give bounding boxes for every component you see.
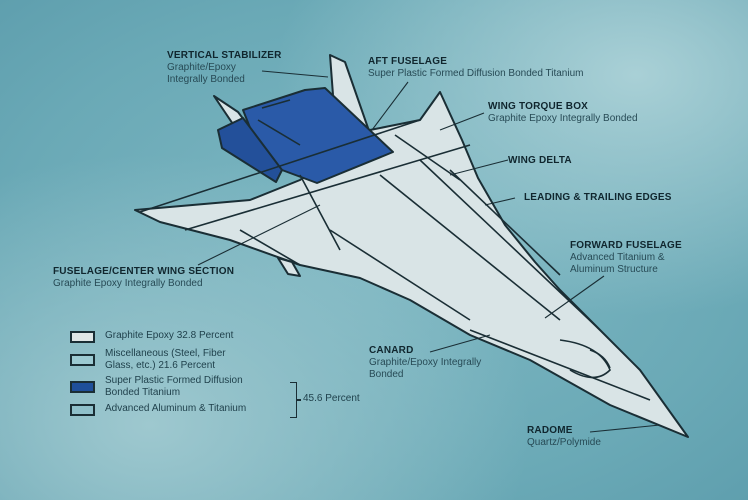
legend-label: Graphite Epoxy 32.8 Percent	[105, 330, 234, 341]
callout-desc: Aluminum Structure	[570, 264, 658, 275]
legend-swatch	[70, 354, 95, 366]
callout-title: FUSELAGE/CENTER WING SECTION	[53, 266, 235, 277]
callout-title: AFT FUSELAGE	[368, 56, 448, 67]
callout-title: RADOME	[527, 425, 573, 436]
callout-fuselage-center-wing: FUSELAGE/CENTER WING SECTION Graphite Ep…	[53, 266, 234, 290]
legend-label: Super Plastic Formed Diffusion Bonded Ti…	[105, 375, 243, 398]
callout-aft-fuselage: AFT FUSELAGE Super Plastic Formed Diffus…	[368, 56, 583, 80]
legend-label: Advanced Aluminum & Titanium	[105, 403, 247, 414]
callout-desc: Advanced Titanium &	[570, 252, 665, 263]
legend-swatch	[70, 381, 95, 393]
callout-forward-fuselage: FORWARD FUSELAGE Advanced Titanium & Alu…	[570, 240, 682, 276]
callout-desc: Graphite Epoxy Integrally Bonded	[488, 113, 638, 124]
callout-desc: Quartz/Polymide	[527, 437, 601, 448]
callout-desc: Super Plastic Formed Diffusion Bonded Ti…	[368, 68, 584, 79]
callout-title: WING DELTA	[508, 155, 572, 166]
callout-desc: Graphite/Epoxy Integrally	[369, 357, 482, 368]
ventral-fin-shape	[277, 257, 301, 277]
callout-desc: Graphite/Epoxy	[167, 62, 236, 73]
callout-desc: Bonded	[369, 369, 404, 380]
callout-desc: Graphite Epoxy Integrally Bonded	[53, 278, 203, 289]
callout-title: CANARD	[369, 345, 414, 356]
callout-title: LEADING & TRAILING EDGES	[524, 192, 672, 203]
callout-leading-trailing-edges: LEADING & TRAILING EDGES	[524, 192, 672, 204]
callout-canard: CANARD Graphite/Epoxy Integrally Bonded	[369, 345, 481, 381]
legend-item-aluminum-titanium: Advanced Aluminum & Titanium	[70, 403, 275, 416]
legend-swatch	[70, 404, 95, 416]
callout-title: FORWARD FUSELAGE	[570, 240, 682, 251]
callout-radome: RADOME Quartz/Polymide	[527, 425, 601, 449]
callout-desc: Integrally Bonded	[167, 74, 245, 85]
aft-fuselage-side-shape	[217, 117, 283, 183]
legend-item-graphite-epoxy: Graphite Epoxy 32.8 Percent	[70, 330, 275, 343]
legend-group-bracket-tick	[296, 399, 301, 401]
callout-wing-torque-box: WING TORQUE BOX Graphite Epoxy Integrall…	[488, 101, 638, 125]
callout-vertical-stabilizer: VERTICAL STABILIZER Graphite/Epoxy Integ…	[167, 50, 282, 86]
legend-swatch	[70, 331, 95, 343]
legend-group-total: 45.6 Percent	[303, 393, 360, 404]
callout-title: WING TORQUE BOX	[488, 101, 589, 112]
legend-label: Miscellaneous (Steel, Fiber Glass, etc.)…	[105, 348, 226, 371]
callout-title: VERTICAL STABILIZER	[167, 50, 282, 61]
leader-lines	[197, 70, 661, 433]
legend-item-titanium-diffusion: Super Plastic Formed Diffusion Bonded Ti…	[70, 375, 255, 399]
callout-wing-delta: WING DELTA	[508, 155, 572, 167]
legend-item-miscellaneous: Miscellaneous (Steel, Fiber Glass, etc.)…	[70, 348, 255, 372]
